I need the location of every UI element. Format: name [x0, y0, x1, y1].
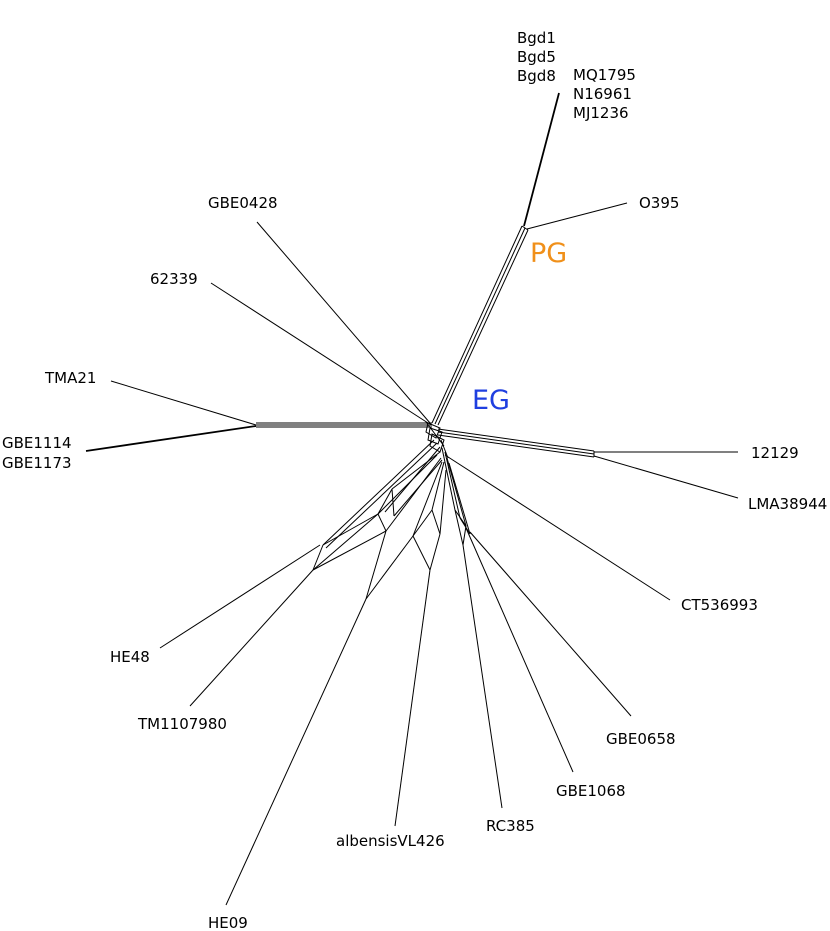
label-gbe1068: GBE1068: [556, 782, 626, 800]
edge-tm1107980: [189, 569, 314, 707]
label-mj1236: MJ1236: [573, 104, 629, 122]
edge-trunk-3: [437, 229, 529, 426]
edge-lm-10: [439, 469, 447, 535]
edge-lm-3: [412, 461, 443, 537]
edge-right-box-1: [437, 428, 595, 452]
edge-trunk-2: [434, 227, 526, 425]
edge-gbe1068: [465, 527, 574, 773]
label-bgd5: Bgd5: [517, 48, 556, 66]
label-62339: 62339: [150, 270, 198, 288]
label-rc385: RC385: [486, 817, 535, 835]
edge-lr-6: [459, 517, 471, 535]
edge-lr-7: [462, 525, 467, 546]
label-he48: HE48: [110, 648, 150, 666]
edge-lr-1: [441, 447, 456, 511]
edge-rc385: [462, 544, 503, 809]
network-edges: [85, 92, 739, 906]
label-albensisvl426: albensisVL426: [336, 832, 445, 850]
edge-albensis: [394, 569, 431, 827]
edge-ll-5: [377, 454, 438, 515]
edge-ll-7: [377, 488, 393, 515]
label-tma21: TMA21: [44, 369, 96, 387]
edge-lr-8: [454, 509, 464, 546]
edge-lm-1: [385, 457, 442, 532]
edge-bgd-cluster: [523, 92, 560, 227]
edge-he09: [225, 598, 367, 906]
edge-ll-13: [377, 513, 387, 532]
edge-right-box-3: [437, 434, 595, 458]
label-gbe1173: GBE1173: [2, 454, 72, 472]
group-label-pg: PG: [530, 238, 567, 269]
edge-ll-9: [391, 488, 395, 517]
edge-right-box-2: [437, 431, 595, 455]
edge-ll-11: [312, 544, 324, 571]
label-ct536993: CT536993: [681, 596, 758, 614]
edge-ll-12: [312, 530, 387, 571]
edge-lr-2: [444, 451, 461, 519]
edge-lm-9: [412, 535, 431, 571]
edge-ll-1: [322, 439, 435, 546]
edge-o395: [526, 202, 628, 230]
label-gbe0428: GBE0428: [208, 194, 278, 212]
edge-lm-7: [431, 509, 441, 535]
edge-lma38944: [593, 455, 739, 499]
edge-center-tangle-1: [425, 422, 441, 439]
edge-lr-4: [448, 462, 471, 535]
label-tm1107980: TM1107980: [137, 715, 227, 733]
edge-tma21: [110, 380, 257, 426]
group-label-eg: EG: [472, 385, 510, 416]
edge-lm-5: [431, 461, 445, 511]
edge-gbe0428: [256, 221, 431, 424]
label-o395: O395: [639, 194, 679, 212]
label-lma38944: LMA38944: [748, 495, 827, 513]
edge-lm-6: [412, 509, 433, 537]
edge-62339: [210, 282, 429, 424]
edge-gbe0658: [469, 531, 632, 717]
taxon-labels: Bgd1 Bgd5 Bgd8 MQ1795 N16961 MJ1236 O395…: [2, 29, 827, 931]
label-bgd1: Bgd1: [517, 29, 556, 47]
edge-ll-10: [312, 513, 379, 571]
edge-ll-8: [322, 513, 379, 546]
edge-center-diag: [425, 421, 445, 447]
label-gbe0658: GBE0658: [606, 730, 676, 748]
label-he09: HE09: [208, 914, 248, 931]
edge-center-tangle-2: [427, 427, 443, 445]
label-gbe1114: GBE1114: [2, 434, 72, 452]
edge-lr-3: [446, 457, 467, 527]
edge-ll-2: [325, 442, 438, 549]
group-labels: PG EG: [472, 238, 567, 416]
label-bgd8: Bgd8: [517, 67, 556, 85]
edge-gbe1114: [85, 425, 257, 452]
edge-lm-8: [429, 533, 441, 571]
edge-lm-4: [365, 535, 414, 600]
edge-trunk-1: [431, 225, 523, 424]
label-12129: 12129: [751, 444, 799, 462]
edge-trunk-cap: [521, 225, 529, 231]
edge-ct536993: [444, 454, 671, 601]
label-mq1795: MQ1795: [573, 66, 636, 84]
edge-he48: [159, 544, 321, 649]
edge-ll-4: [391, 451, 441, 490]
label-n16961: N16961: [573, 85, 632, 103]
edge-lm-2: [365, 530, 387, 600]
